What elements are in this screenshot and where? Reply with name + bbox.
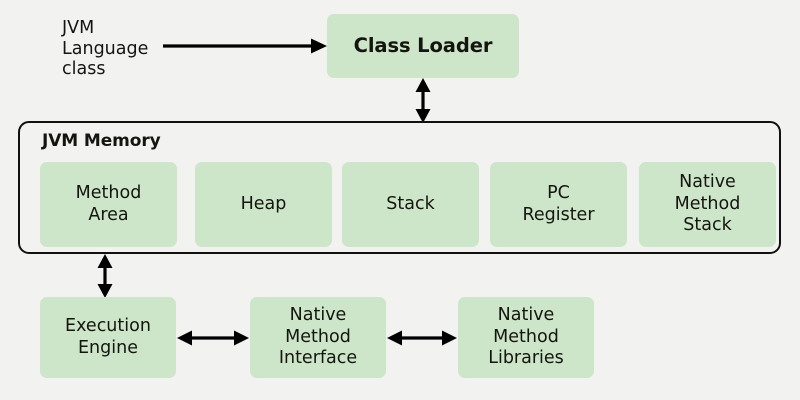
arrow-jvm-memory-to-execution-engine [97,254,113,298]
class-loader-box[interactable]: Class Loader [327,14,519,78]
execution-engine-box[interactable]: Execution Engine [40,297,176,378]
native-method-libraries-box[interactable]: Native Method Libraries [458,297,594,378]
jvm-language-class-label: JVM Language class [62,18,149,80]
arrow-execution-engine-to-native-method-interface [177,330,249,346]
jvm-memory-container: JVM Memory Method Area Heap Stack PC Reg… [18,121,781,254]
memory-cell-stack[interactable]: Stack [342,162,479,247]
arrow-native-method-interface-to-native-method-libraries [387,330,457,346]
memory-cell-heap[interactable]: Heap [195,162,332,247]
native-method-interface-box[interactable]: Native Method Interface [250,297,386,378]
arrow-class-loader-to-jvm-memory [415,78,431,123]
memory-cell-pc-register[interactable]: PC Register [490,162,627,247]
memory-cell-method-area[interactable]: Method Area [40,162,177,247]
memory-cell-native-method-stack[interactable]: Native Method Stack [639,162,776,247]
arrow-source-to-class-loader [163,38,327,54]
jvm-memory-title: JVM Memory [42,131,161,151]
